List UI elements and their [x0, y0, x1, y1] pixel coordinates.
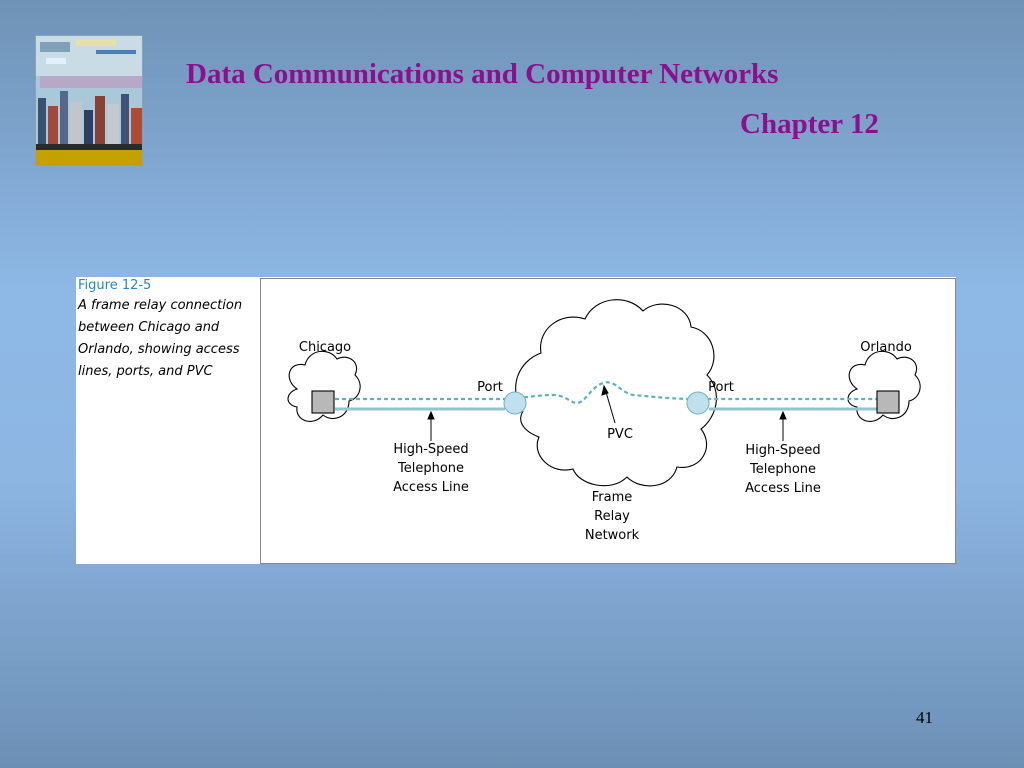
network-label-2: Relay — [594, 509, 630, 524]
orlando-port — [686, 391, 710, 415]
figure-panel: Figure 12-5 A frame relay connection bet… — [76, 277, 956, 564]
chicago-cloud — [287, 350, 361, 422]
frame-relay-diagram: Chicago Orlando Port Port PVC High-Speed… — [260, 278, 956, 564]
right-access-line-label-3: Access Line — [745, 481, 821, 496]
right-access-line-label-2: Telephone — [749, 462, 816, 477]
figure-caption-text: A frame relay connection between Chicago… — [78, 298, 243, 379]
chicago-label: Chicago — [299, 340, 351, 355]
left-access-line-label-1: High-Speed — [393, 442, 468, 457]
left-access-line-label-3: Access Line — [393, 480, 469, 495]
chapter-label: Chapter 12 — [740, 108, 879, 140]
orlando-label: Orlando — [860, 340, 912, 355]
figure-number: Figure 12-5 — [78, 278, 152, 293]
right-access-line-label-1: High-Speed — [745, 443, 820, 458]
book-cover-image — [35, 35, 143, 166]
left-access-line-label-2: Telephone — [397, 461, 464, 476]
chicago-port — [503, 391, 527, 415]
frame-relay-network-cloud — [515, 299, 717, 487]
network-label-1: Frame — [592, 490, 633, 505]
left-access-line-arrowhead — [427, 410, 435, 420]
network-label-3: Network — [585, 528, 640, 543]
slide-title: Data Communications and Computer Network… — [186, 58, 779, 90]
left-port-label: Port — [477, 380, 503, 395]
orlando-device — [876, 390, 900, 414]
pvc-arrowhead — [601, 384, 609, 396]
right-access-line-arrowhead — [779, 410, 787, 420]
chicago-device — [311, 390, 335, 414]
pvc-path — [335, 381, 887, 405]
figure-caption: Figure 12-5 A frame relay connection bet… — [78, 277, 258, 383]
pvc-arrow — [605, 391, 616, 424]
right-port-label: Port — [708, 380, 734, 395]
slide-number: 41 — [916, 708, 933, 727]
pvc-label: PVC — [607, 427, 633, 442]
